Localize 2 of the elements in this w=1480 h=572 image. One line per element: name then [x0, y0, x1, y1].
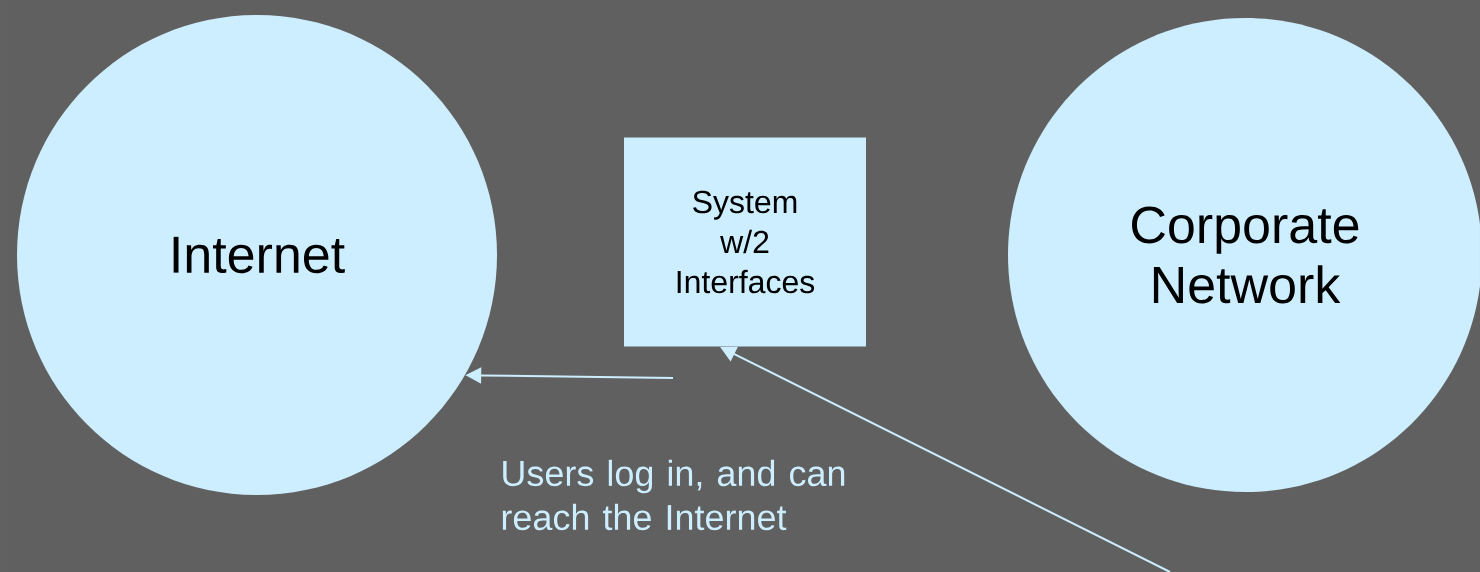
- system-box: System w/2 Interfaces: [624, 137, 866, 347]
- note-text: Users log in, and can reach the Internet: [502, 459, 845, 531]
